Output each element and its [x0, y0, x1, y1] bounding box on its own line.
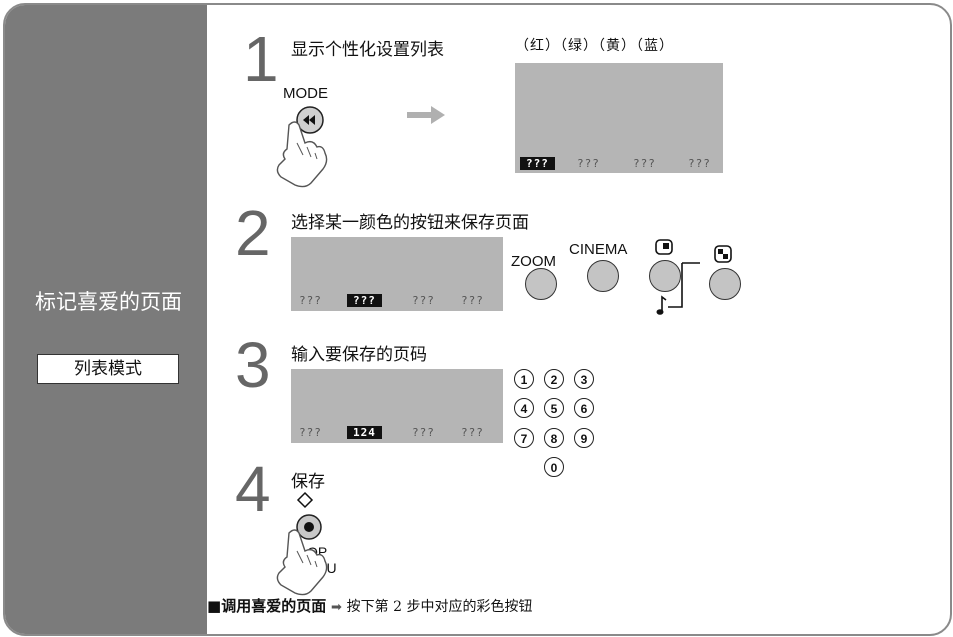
slot-blue: ???	[461, 294, 484, 307]
content: 1 显示个性化设置列表 （红）（绿）（黄）（蓝） MODE ??? ??? ??…	[207, 5, 950, 634]
step1-number: 1	[243, 23, 279, 95]
text-window-icon	[655, 239, 673, 255]
footer-bold: 调用喜爱的页面	[221, 597, 327, 615]
slot-green: 124	[347, 426, 382, 439]
step4-number: 4	[235, 453, 271, 525]
mode-button-icon[interactable]	[295, 105, 325, 135]
sidebar: 标记喜爱的页面 列表模式	[5, 5, 207, 634]
footer-note: ■调用喜爱的页面 ➡ 按下第 2 步中对应的彩色按钮	[207, 595, 532, 616]
music-note-icon	[656, 262, 700, 315]
slot-green: ???	[347, 294, 382, 307]
color-labels: （红）（绿）（黄）（蓝）	[515, 38, 674, 54]
diamond-icon	[296, 491, 314, 509]
step1-screen: ??? ??? ??? ???	[515, 63, 723, 173]
step4-title: 保存	[291, 472, 325, 492]
slot-yellow: ???	[412, 426, 435, 439]
key-7[interactable]: 7	[514, 428, 534, 448]
slot-green: ???	[577, 157, 600, 170]
arrow-right-icon	[407, 106, 445, 124]
record-button-icon[interactable]	[295, 513, 323, 541]
mode-label-box: 列表模式	[37, 354, 179, 384]
sidebar-title: 标记喜爱的页面	[35, 290, 182, 314]
mode-button-label: MODE	[283, 85, 328, 102]
step3-title: 输入要保存的页码	[291, 345, 427, 365]
slot-blue: ???	[461, 426, 484, 439]
slot-red: ???	[299, 294, 322, 307]
zoom-label: ZOOM	[511, 253, 556, 270]
red-button[interactable]	[525, 268, 557, 300]
arrow-icon: ➡	[330, 600, 342, 615]
page-frame: 标记喜爱的页面 列表模式 1 显示个性化设置列表 （红）（绿）（黄）（蓝） MO…	[3, 3, 952, 636]
key-6[interactable]: 6	[574, 398, 594, 418]
bullet-icon: ■	[207, 597, 222, 615]
key-4[interactable]: 4	[514, 398, 534, 418]
hand-press-icon	[276, 529, 328, 596]
step3-number: 3	[235, 329, 271, 401]
step1-title: 显示个性化设置列表	[291, 40, 444, 60]
step2-title: 选择某一颜色的按钮来保存页面	[291, 213, 529, 233]
green-button[interactable]	[587, 260, 619, 292]
blue-button[interactable]	[709, 268, 741, 300]
key-9[interactable]: 9	[574, 428, 594, 448]
footer-text: 按下第 2 步中对应的彩色按钮	[346, 599, 533, 615]
key-3[interactable]: 3	[574, 369, 594, 389]
key-0[interactable]: 0	[544, 457, 564, 477]
step3-screen: ??? 124 ??? ???	[291, 369, 503, 443]
step2-screen: ??? ??? ??? ???	[291, 237, 503, 311]
slot-blue: ???	[688, 157, 711, 170]
slot-yellow: ???	[633, 157, 656, 170]
key-1[interactable]: 1	[514, 369, 534, 389]
checker-icon	[714, 245, 732, 263]
key-8[interactable]: 8	[544, 428, 564, 448]
cinema-label: CINEMA	[569, 241, 628, 258]
slot-yellow: ???	[412, 294, 435, 307]
step2-number: 2	[235, 197, 271, 269]
key-5[interactable]: 5	[544, 398, 564, 418]
slot-red: ???	[520, 157, 555, 170]
key-2[interactable]: 2	[544, 369, 564, 389]
hand-press-icon	[276, 121, 328, 188]
slot-red: ???	[299, 426, 322, 439]
yellow-button[interactable]	[649, 260, 681, 292]
